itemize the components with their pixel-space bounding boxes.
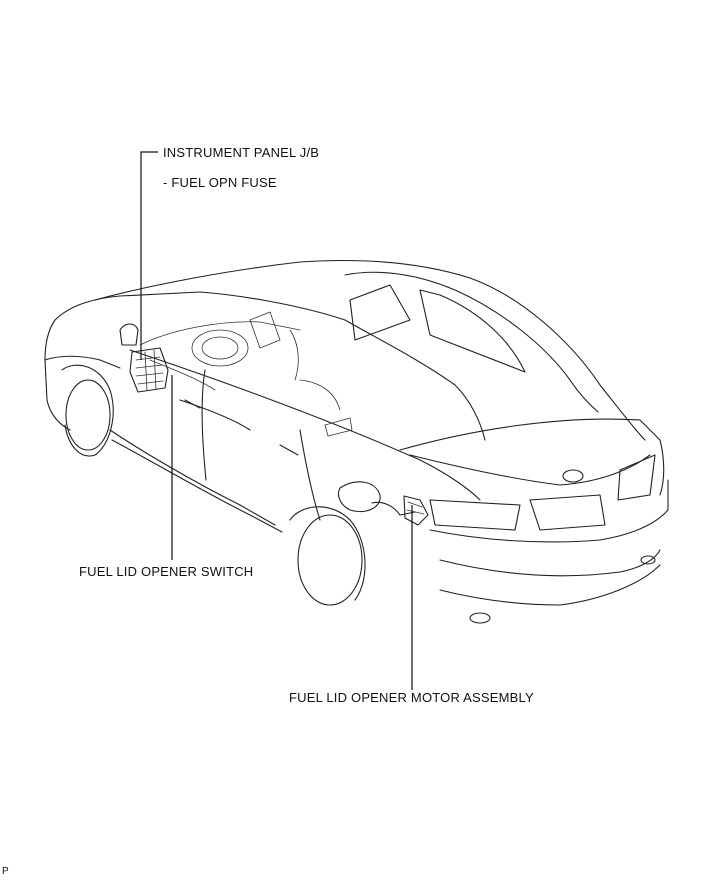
label-fuel-lid-opener-switch: FUEL LID OPENER SWITCH [79,564,254,579]
leader-lines [140,151,413,690]
car-body [44,260,669,624]
label-fuel-lid-opener-motor-assembly: FUEL LID OPENER MOTOR ASSEMBLY [289,690,534,705]
corner-mark: P [2,866,9,877]
instrument-panel-jb-component [129,347,169,393]
label-instrument-panel-jb: INSTRUMENT PANEL J/B [163,145,320,160]
interior [139,311,353,437]
label-fuel-opn-fuse: - FUEL OPN FUSE [163,175,277,190]
fuel-lid-motor-component [371,495,429,526]
